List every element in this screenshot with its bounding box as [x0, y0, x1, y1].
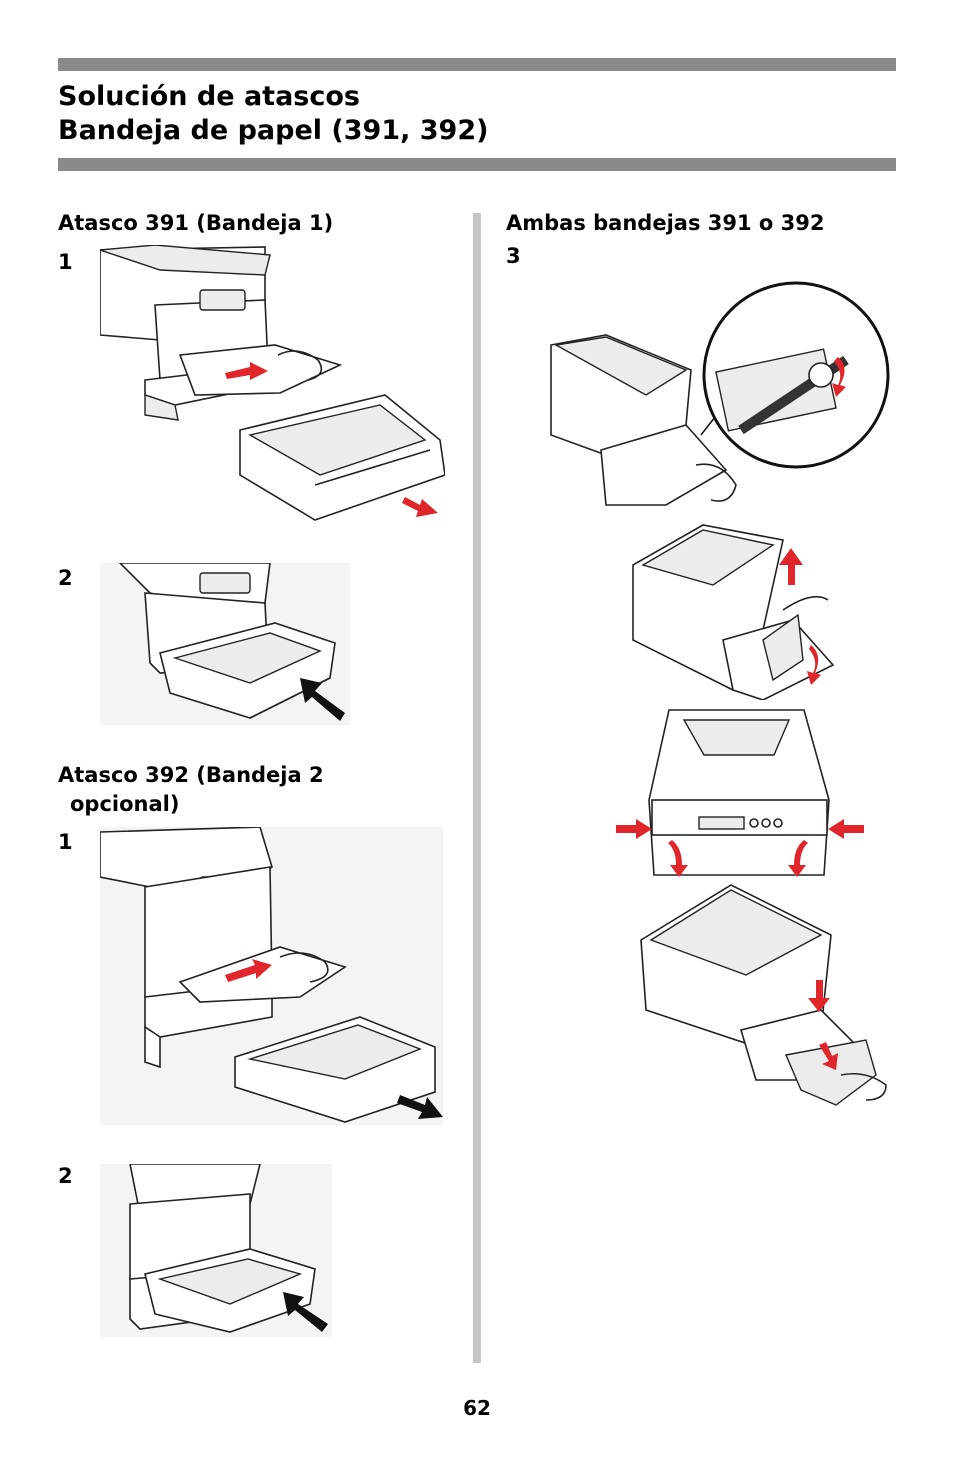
- column-divider: [473, 213, 481, 1363]
- jam-391-step-1-illustration: [100, 245, 445, 525]
- jam-392-heading: Atasco 392 (Bandeja 2 opcional): [58, 761, 324, 819]
- both-trays-step-3-number: 3: [506, 244, 521, 268]
- jam-392-step-1-illustration: [100, 827, 443, 1125]
- page-title: Solución de atascos Bandeja de papel (39…: [58, 80, 488, 148]
- title-line-1: Solución de atascos: [58, 81, 360, 112]
- jam-391-step-2-illustration: [100, 563, 350, 725]
- page-number: 62: [463, 1396, 491, 1420]
- jam-392-step-2-number: 2: [58, 1164, 73, 1188]
- both-trays-heading: Ambas bandejas 391 o 392: [506, 211, 825, 235]
- jam-392-heading-line-1: Atasco 392 (Bandeja 2: [58, 763, 324, 787]
- title-line-2: Bandeja de papel (391, 392): [58, 115, 489, 146]
- both-trays-step-3-illustration-4: [636, 880, 894, 1115]
- jam-391-step-2-number: 2: [58, 566, 73, 590]
- jam-391-step-1-number: 1: [58, 250, 73, 274]
- both-trays-step-3-illustration-3: [614, 705, 866, 877]
- bottom-rule: [58, 158, 896, 171]
- jam-392-heading-line-2: opcional): [70, 792, 180, 816]
- top-rule: [58, 58, 896, 71]
- both-trays-step-3-illustration-1: [546, 265, 896, 515]
- jam-392-step-1-number: 1: [58, 830, 73, 854]
- jam-392-step-2-illustration: [100, 1164, 332, 1337]
- both-trays-step-3-illustration-2: [623, 520, 838, 700]
- jam-391-heading: Atasco 391 (Bandeja 1): [58, 211, 334, 235]
